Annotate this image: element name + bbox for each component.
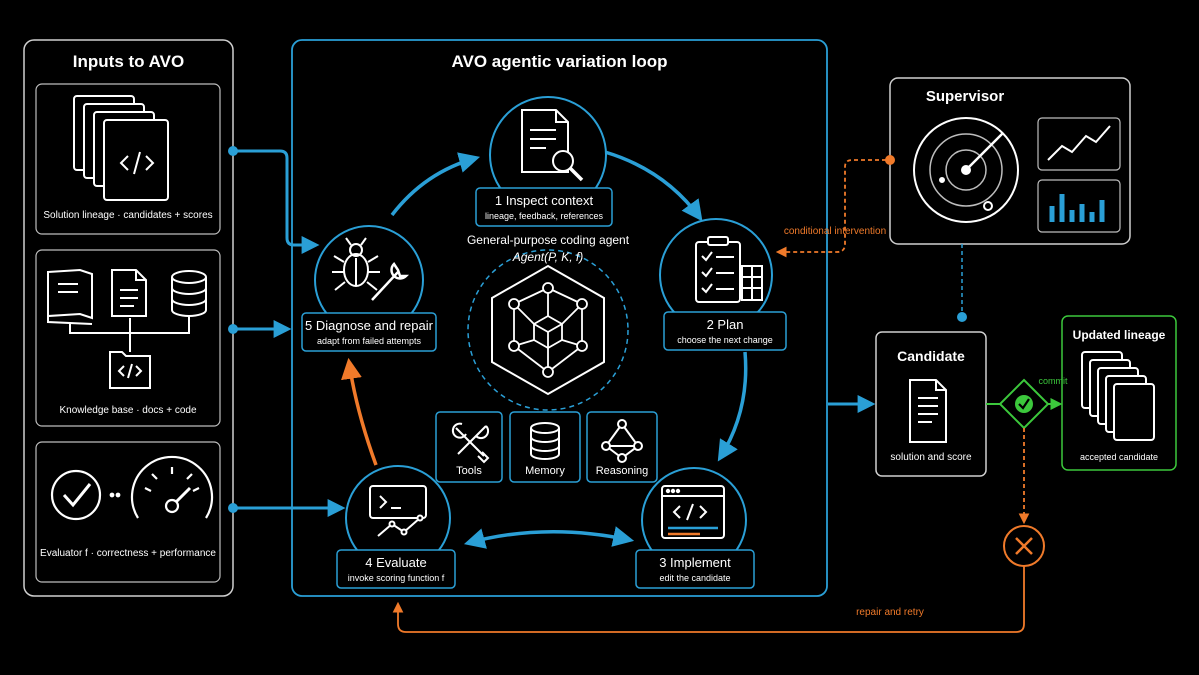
- bug-wrench-icon: [332, 237, 410, 301]
- tool-reasoning-label: Reasoning: [595, 465, 649, 477]
- document-icon: [909, 379, 947, 443]
- updated-lineage-title: Updated lineage: [1072, 328, 1166, 342]
- step-3-name: 3 Implement: [659, 555, 731, 570]
- loop-title: AVO agentic variation loop: [451, 52, 668, 71]
- repair-and-retry-path: [392, 428, 1045, 633]
- tool-tools-label: Tools: [456, 465, 482, 477]
- step-circles: [314, 96, 773, 573]
- stacked-pages-icon: [1081, 351, 1155, 441]
- candidate-caption: solution and score: [890, 452, 972, 463]
- conditional-intervention-arrow: [775, 155, 895, 258]
- database-icon: [530, 422, 560, 460]
- repair-and-retry-label: repair and retry: [856, 607, 924, 618]
- commit-gate: [986, 378, 1063, 430]
- step-4-sub: invoke scoring function f: [347, 573, 445, 583]
- tool-memory-label: Memory: [525, 465, 565, 477]
- loop-panel: [291, 39, 828, 597]
- check-and-gauge-icon: [50, 455, 214, 521]
- loop-arrows: [341, 150, 748, 549]
- inputs-title: Inputs to AVO: [72, 52, 185, 71]
- wrench-screwdriver-icon: [451, 422, 490, 464]
- step-label-boxes: [301, 187, 787, 589]
- step-1-sub: lineage, feedback, references: [484, 211, 604, 221]
- book-doc-database-tree-icon: [47, 268, 207, 389]
- conditional-intervention-label: conditional intervention: [783, 226, 887, 237]
- terminal-chart-icon: [369, 485, 427, 537]
- code-window-icon: [661, 485, 725, 539]
- supervisor-title: Supervisor: [925, 88, 1005, 105]
- step-1-name: 1 Inspect context: [494, 193, 594, 208]
- updated-lineage-caption: accepted candidate: [1079, 452, 1159, 462]
- updated-lineage-box: [1061, 315, 1177, 471]
- knowledge-base-caption: Knowledge base · docs + code: [59, 405, 197, 416]
- step-5-name: 5 Diagnose and repair: [305, 318, 433, 333]
- stacked-code-documents-icon: [73, 95, 169, 201]
- inputs-panel: [23, 39, 234, 597]
- clipboard-checklist-icon: [695, 236, 763, 303]
- step-2-sub: choose the next change: [677, 335, 773, 345]
- agent-title: General-purpose coding agent: [466, 233, 630, 247]
- radar-and-charts-icon: [913, 117, 1111, 223]
- agent-hexagon-icon: [467, 249, 629, 411]
- tool-boxes: [435, 411, 658, 483]
- node-graph-icon: [601, 419, 643, 463]
- step-3-sub: edit the candidate: [659, 573, 731, 583]
- commit-label: commit: [1038, 376, 1068, 386]
- step-2-name: 2 Plan: [706, 317, 744, 332]
- document-magnifier-icon: [521, 109, 584, 182]
- solution-lineage-caption: Solution lineage · candidates + scores: [43, 210, 213, 221]
- supervisor-candidate-link: [957, 244, 967, 322]
- candidate-title: Candidate: [897, 348, 965, 364]
- step-4-name: 4 Evaluate: [365, 555, 427, 570]
- evaluator-caption: Evaluator f · correctness + performance: [40, 548, 216, 559]
- agent-signature: Agent(P, K, f): [512, 250, 584, 264]
- step-5-sub: adapt from failed attempts: [316, 336, 422, 346]
